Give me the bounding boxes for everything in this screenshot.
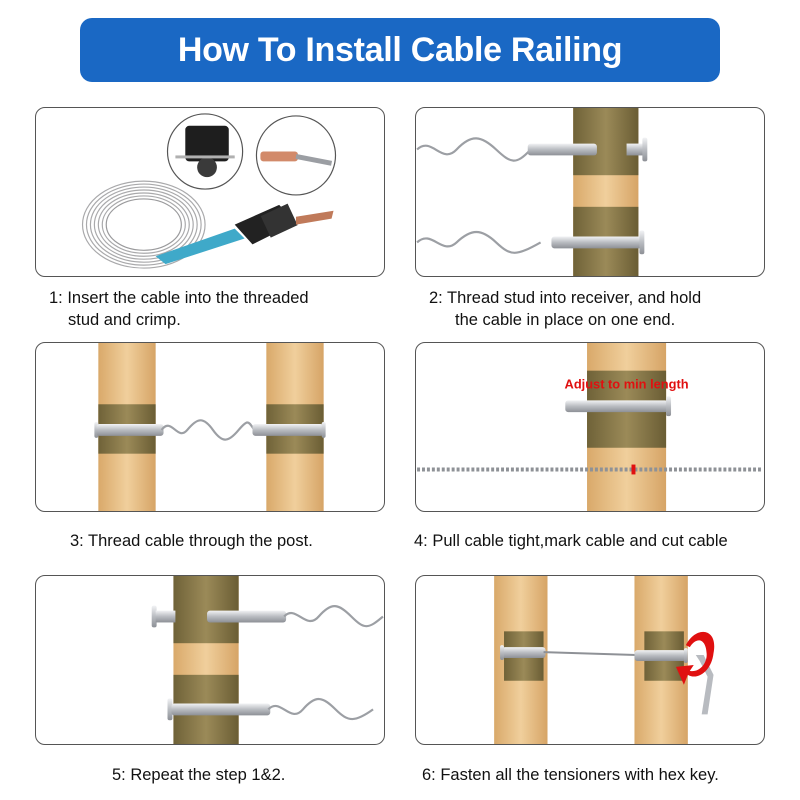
step-1-illustration — [35, 107, 385, 277]
adjust-label: Adjust to min length — [565, 376, 689, 391]
step-1-caption: 1: Insert the cable into the threaded st… — [49, 289, 309, 329]
page-title: How To Install Cable Railing — [177, 30, 623, 69]
rotate-arrow-icon — [675, 631, 715, 685]
step-4-illustration: Adjust to min length — [415, 342, 765, 512]
step-2-caption: 2: Thread stud into receiver, and hold t… — [429, 289, 702, 329]
step-5-illustration — [35, 575, 385, 745]
title-banner: How To Install Cable Railing — [80, 18, 720, 82]
detail-circle-tool — [166, 113, 244, 190]
crimp-tool — [155, 203, 334, 265]
step-6-caption: 6: Fasten all the tensioners with hex ke… — [422, 766, 719, 784]
step-3-caption: 3: Thread cable through the post. — [70, 532, 313, 550]
crimp-tool-illustration — [81, 113, 337, 269]
step-3-illustration — [35, 342, 385, 512]
step-4-caption: 4: Pull cable tight,mark cable and cut c… — [414, 532, 728, 550]
step-2-illustration — [415, 107, 765, 277]
step-5-caption: 5: Repeat the step 1&2. — [112, 766, 286, 784]
cable-coil — [81, 180, 206, 269]
detail-circle-stud — [255, 115, 337, 196]
step-6-illustration — [415, 575, 765, 745]
cut-mark — [631, 464, 636, 475]
